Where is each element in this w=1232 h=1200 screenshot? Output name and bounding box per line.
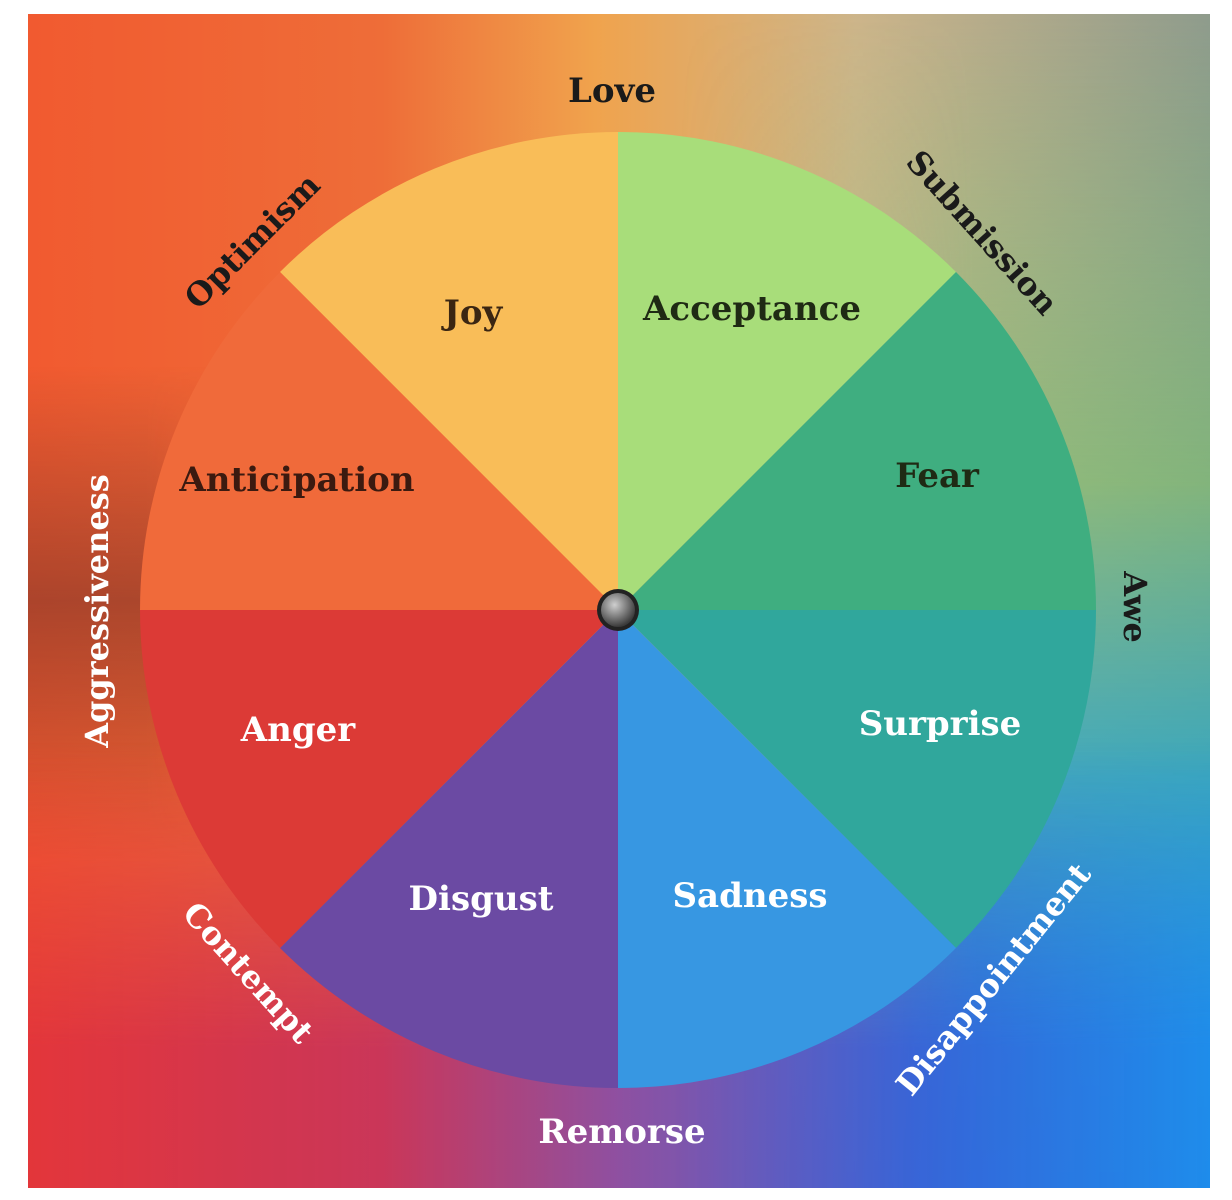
wheel-center-hub bbox=[597, 589, 639, 631]
sector-surprise bbox=[618, 610, 1096, 948]
sector-label-fear: Fear bbox=[895, 456, 980, 496]
sector-disgust bbox=[280, 610, 618, 1088]
sector-anger bbox=[140, 610, 618, 948]
outer-label-remorse: Remorse bbox=[538, 1112, 705, 1152]
sector-label-acceptance: Acceptance bbox=[642, 289, 861, 329]
outer-label-awe: Awe bbox=[1116, 570, 1154, 642]
sector-sadness bbox=[618, 610, 956, 1088]
sector-label-anticipation: Anticipation bbox=[178, 460, 414, 500]
sector-fear bbox=[618, 272, 1096, 610]
sector-label-sadness: Sadness bbox=[673, 876, 828, 916]
outer-label-love: Love bbox=[568, 71, 656, 111]
sector-labels: Joy Acceptance Fear Surprise Sadness Dis… bbox=[178, 289, 1021, 919]
outer-label-aggressiveness: Aggressiveness bbox=[78, 474, 116, 749]
sector-joy bbox=[280, 132, 618, 610]
sector-acceptance bbox=[618, 132, 956, 610]
sector-label-surprise: Surprise bbox=[859, 704, 1022, 744]
sector-label-joy: Joy bbox=[441, 293, 504, 333]
sector-anticipation bbox=[140, 272, 618, 610]
sector-label-anger: Anger bbox=[240, 710, 357, 750]
wheel-sectors bbox=[140, 132, 1096, 1088]
sector-label-disgust: Disgust bbox=[409, 879, 554, 919]
